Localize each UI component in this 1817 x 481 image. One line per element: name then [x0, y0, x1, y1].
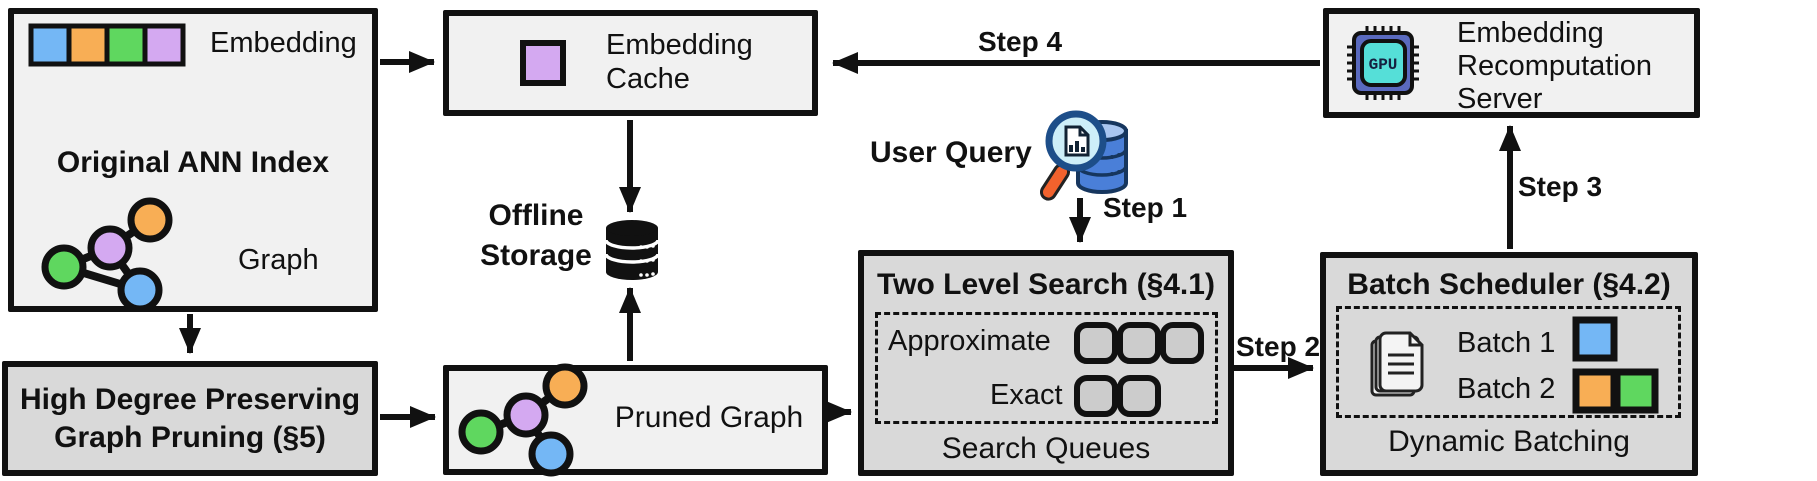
batch-scheduler-title: Batch Scheduler (§4.2) — [1347, 268, 1671, 301]
server-line2: Recomputation — [1457, 50, 1653, 82]
server-line1: Embedding — [1457, 17, 1604, 49]
graph-pruning-title-line2: Graph Pruning (§5) — [54, 421, 326, 454]
gpu-chip-label: GPU — [1369, 56, 1398, 74]
dynamic-batching-label: Dynamic Batching — [1388, 425, 1630, 458]
dynamic-batching-panel: Batch 1 Batch 2 — [1336, 306, 1681, 418]
step2-label: Step 2 — [1236, 331, 1321, 362]
offline-storage-label: Offline Storage — [466, 196, 606, 276]
two-level-search-box: Two Level Search (§4.1) Approximate Exac… — [858, 250, 1234, 476]
embedding-cache-line1: Embedding — [606, 29, 753, 61]
original-graph-icon — [41, 197, 173, 309]
exact-queue-icon — [1074, 375, 1161, 417]
batch1-embedding-icon — [1572, 316, 1618, 362]
offline-storage-database-icon — [604, 220, 660, 280]
embedding-label: Embedding — [210, 27, 357, 59]
graph-pruning-title-line1: High Degree Preserving — [19, 383, 361, 416]
user-query-label: User Query — [870, 136, 1032, 169]
exact-label: Exact — [990, 379, 1063, 411]
batch-scheduler-box: Batch Scheduler (§4.2) Batch 1 Batch 2 D… — [1320, 252, 1698, 476]
server-line3: Server — [1457, 83, 1543, 115]
graph-pruning-title: High Degree Preserving Graph Pruning (§5… — [8, 381, 372, 457]
step1-label: Step 1 — [1103, 192, 1188, 223]
batch2-label: Batch 2 — [1457, 373, 1556, 405]
pruned-graph-label: Pruned Graph — [614, 401, 804, 434]
documents-icon — [1370, 331, 1424, 397]
recomputation-server-box: GPU Embedding Recomputation Server — [1323, 8, 1700, 118]
search-queues-panel: Approximate Exact — [875, 312, 1218, 424]
graph-pruning-box: High Degree Preserving Graph Pruning (§5… — [2, 361, 378, 476]
step4-label: Step 4 — [978, 26, 1063, 57]
search-queues-label: Search Queues — [941, 432, 1151, 465]
embedding-cache-line2: Cache — [606, 63, 690, 95]
approximate-queue-icon — [1074, 322, 1204, 364]
step3-label: Step 3 — [1518, 171, 1603, 202]
offline-storage-line1: Offline — [488, 199, 584, 232]
pruned-graph-box: Pruned Graph — [443, 363, 828, 477]
embedding-cache-label: Embedding Cache — [606, 28, 753, 96]
gpu-chip-icon: GPU — [1347, 26, 1419, 100]
recomputation-server-label: Embedding Recomputation Server — [1457, 17, 1652, 116]
batch1-label: Batch 1 — [1457, 327, 1556, 359]
original-ann-index-title: Original ANN Index — [56, 146, 330, 179]
graph-label: Graph — [238, 244, 319, 276]
two-level-search-title: Two Level Search (§4.1) — [877, 268, 1215, 301]
original-ann-index-box: Embedding Original ANN Index Graph — [8, 8, 378, 312]
user-query-icon — [1040, 110, 1128, 201]
embedding-vector-icon — [28, 23, 186, 67]
pruned-graph-icon — [458, 363, 588, 477]
embedding-cache-box: Embedding Cache — [443, 10, 818, 116]
cached-embedding-icon — [520, 40, 566, 86]
offline-storage-line2: Storage — [480, 239, 592, 272]
approximate-label: Approximate — [888, 325, 1051, 357]
batch2-embedding-icon — [1572, 368, 1659, 414]
